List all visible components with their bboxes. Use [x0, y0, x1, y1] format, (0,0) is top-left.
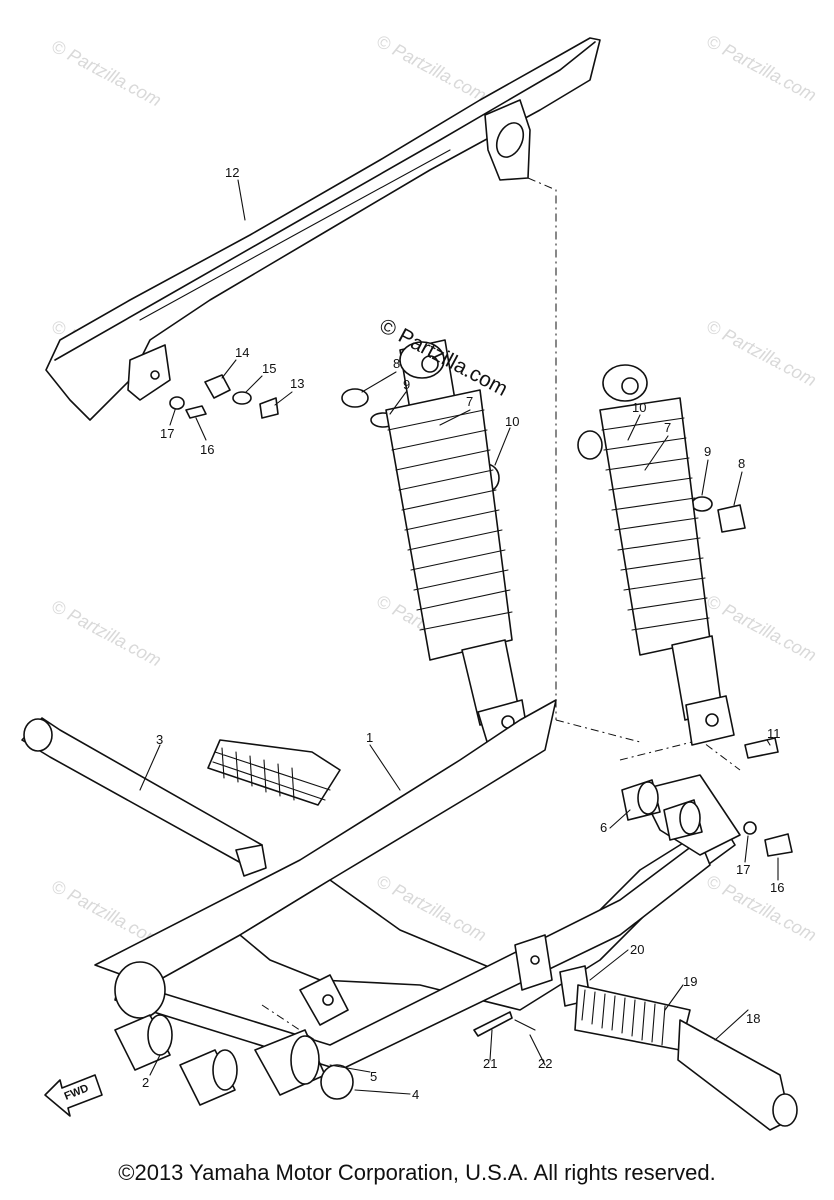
washer-15: [232, 391, 252, 405]
washer-17: [169, 396, 185, 410]
callout-9b: 9: [704, 444, 711, 459]
washer-9b: [691, 496, 713, 512]
washer-17b: [743, 821, 757, 835]
left-footrest: [207, 739, 341, 806]
callout-18: 18: [746, 1011, 760, 1026]
bushings: [114, 779, 793, 1106]
callout-3: 3: [156, 732, 163, 747]
callout-19: 19: [683, 974, 697, 989]
callout-17b: 17: [736, 862, 750, 877]
callout-7a: 7: [466, 394, 473, 409]
chain-case-hardware: [169, 374, 279, 419]
right-shock-absorber: [577, 364, 779, 759]
bolt-16: [185, 405, 207, 419]
callout-8a: 8: [393, 356, 400, 371]
fwd-arrow-icon: FWD: [44, 1074, 103, 1117]
watermark: © Partzilla.com: [703, 316, 819, 391]
callout-10b: 10: [632, 400, 646, 415]
watermark: © Partzilla.com: [703, 871, 819, 946]
callout-21: 21: [483, 1056, 497, 1071]
nut-4: [320, 1064, 354, 1100]
pivot-shaft: [21, 717, 267, 877]
callout-20: 20: [630, 942, 644, 957]
left-shock-absorber: [341, 339, 529, 746]
callout-8b: 8: [738, 456, 745, 471]
watermark: © Partzilla.com: [703, 31, 819, 106]
callout-17a: 17: [160, 426, 174, 441]
callout-12: 12: [225, 165, 239, 180]
callout-5: 5: [370, 1069, 377, 1084]
callout-7b: 7: [664, 420, 671, 435]
nut-8: [341, 388, 369, 408]
callout-16a: 16: [200, 442, 214, 457]
watermark: © Partzilla.com: [373, 31, 489, 106]
callout-2: 2: [142, 1075, 149, 1090]
leader-lines: [139, 179, 779, 1095]
callout-13: 13: [290, 376, 304, 391]
bolt-16b: [764, 833, 793, 857]
right-footrest: [473, 934, 798, 1131]
pin-21: [473, 1011, 513, 1037]
callout-16b: 16: [770, 880, 784, 895]
callout-10a: 10: [505, 414, 519, 429]
chain-case: [45, 37, 601, 421]
callout-4: 4: [412, 1087, 419, 1102]
watermark: © Partzilla.com: [703, 591, 819, 666]
callout-14: 14: [235, 345, 249, 360]
watermark: © Partzilla.com: [48, 36, 164, 111]
cap-nut-8b: [717, 504, 746, 533]
callout-11: 11: [767, 726, 781, 741]
callout-1: 1: [366, 730, 373, 745]
watermark: © Partzilla.com: [48, 596, 164, 671]
callout-numbers: 12 14 15 13 17 16 8 9 7 10 10 7 9 8 3 1 …: [142, 165, 784, 1102]
washer-10b: [577, 430, 603, 460]
bolt-13: [259, 397, 279, 419]
clip-22: [514, 1019, 536, 1031]
callout-22: 22: [538, 1056, 552, 1071]
callout-15: 15: [262, 361, 276, 376]
diagram-canvas: © Partzilla.com © Partzilla.com © Partzi…: [21, 31, 820, 1131]
callout-9a: 9: [403, 377, 410, 392]
copyright-notice: ©2013 Yamaha Motor Corporation, U.S.A. A…: [118, 1160, 716, 1185]
collar-14: [204, 374, 231, 399]
bolt-11: [744, 737, 779, 759]
callout-6: 6: [600, 820, 607, 835]
